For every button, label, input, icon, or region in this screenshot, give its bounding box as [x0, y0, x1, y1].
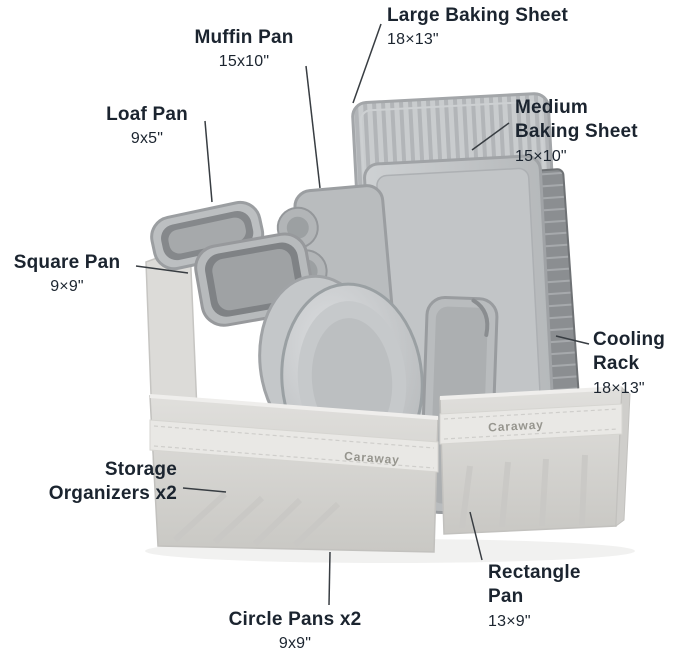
- label-circle-pans: Circle Pans x2 9x9": [205, 608, 385, 653]
- label-title: Cooling Rack: [593, 329, 666, 375]
- label-title: Muffin Pan: [194, 27, 294, 48]
- label-size: 9x5": [130, 130, 164, 148]
- label-large-baking-sheet: Large Baking Sheet 18×13": [387, 4, 607, 49]
- divider-slots: [459, 454, 588, 529]
- divider-slots: [172, 491, 341, 548]
- label-size: 9×9": [50, 278, 84, 296]
- caraway-strap-right: Caraway: [439, 403, 623, 445]
- caraway-strap-left: Caraway: [149, 419, 439, 473]
- callout-cooling-rack: [555, 335, 590, 345]
- label-size: 15x10": [218, 53, 270, 71]
- callout-loaf-pan: [204, 120, 213, 203]
- label-medium-baking-sheet: Medium Baking Sheet 15×10": [515, 96, 655, 166]
- callout-storage-organizers: [182, 487, 227, 493]
- callout-rectangle-pan: [469, 511, 483, 561]
- label-cooling-rack: Cooling Rack 18×13": [593, 328, 677, 398]
- label-title: Square Pan: [13, 252, 121, 273]
- label-title: Medium Baking Sheet: [515, 97, 638, 143]
- callout-muffin-pan: [305, 65, 321, 189]
- brand-logo: Caraway: [488, 418, 544, 435]
- brand-logo: Caraway: [344, 449, 401, 467]
- label-title: Loaf Pan: [106, 104, 188, 125]
- callout-circle-pans: [328, 551, 331, 606]
- pan-handle: [471, 298, 490, 337]
- callout-square-pan: [135, 265, 189, 274]
- label-size: 18×13": [593, 379, 645, 397]
- label-size: 13×9": [488, 612, 531, 630]
- callout-lines: [135, 23, 590, 606]
- label-title: Rectangle Pan: [488, 562, 581, 608]
- label-loaf-pan: Loaf Pan 9x5": [87, 103, 207, 148]
- label-title: Storage Organizers x2: [48, 459, 177, 505]
- label-title: Circle Pans x2: [228, 609, 362, 630]
- right-organizer-graphic: Caraway: [439, 386, 631, 535]
- label-title: Large Baking Sheet: [387, 5, 568, 26]
- label-storage-organizers: Storage Organizers x2: [17, 458, 177, 510]
- label-size: 18×13": [387, 31, 439, 49]
- left-organizer-graphic: Caraway: [149, 394, 439, 553]
- label-size: 15×10": [515, 147, 567, 165]
- label-square-pan: Square Pan 9×9": [2, 251, 132, 296]
- label-rectangle-pan: Rectangle Pan 13×9": [488, 561, 598, 631]
- label-size: 9x9": [278, 635, 312, 653]
- callout-medium-baking-sheet: [471, 122, 510, 151]
- callout-large-baking-sheet: [352, 23, 382, 104]
- label-muffin-pan: Muffin Pan 15x10": [162, 26, 326, 71]
